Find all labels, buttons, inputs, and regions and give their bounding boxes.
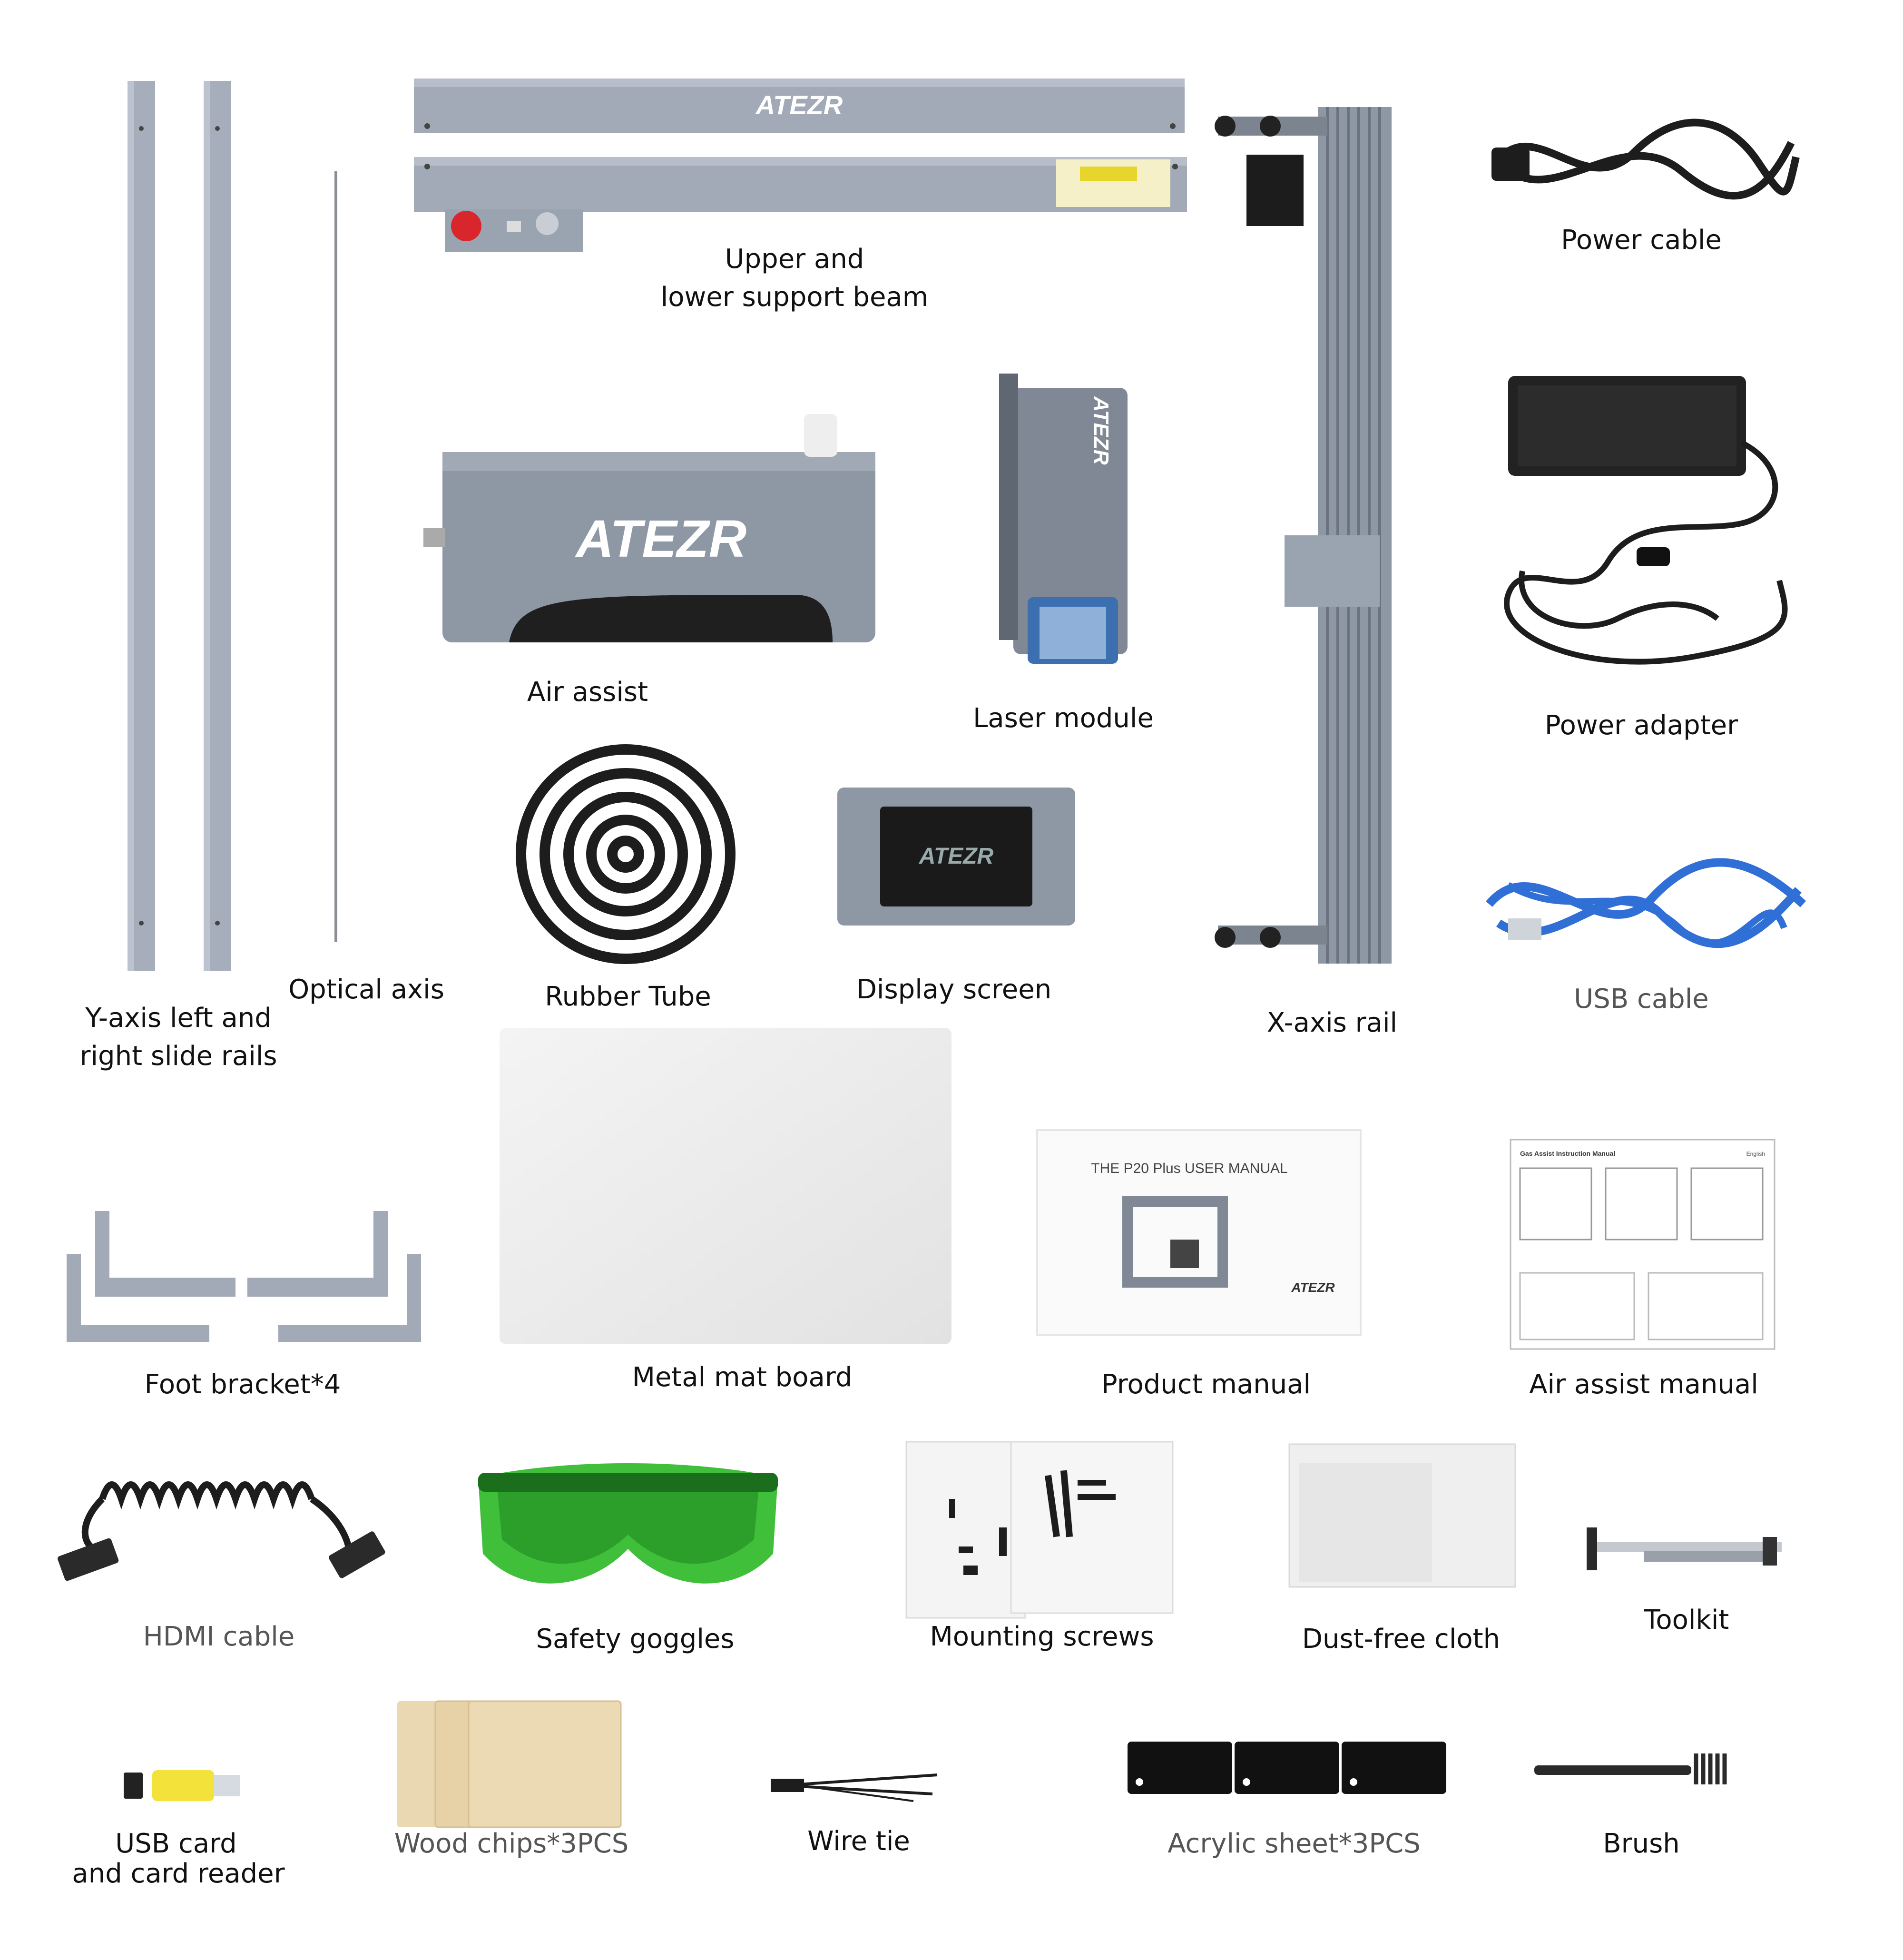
optical-axis-image — [333, 171, 339, 942]
power-cable-label: Power cable — [1561, 225, 1722, 256]
usb-card-label-line1: USB card — [115, 1828, 237, 1859]
acrylic-sheet-label: Acrylic sheet*3PCS — [1167, 1828, 1421, 1859]
air-assist-logo: ATEZR — [575, 510, 746, 568]
manual-cover-title: THE P20 Plus USER MANUAL — [1091, 1161, 1287, 1176]
usb-cable-label: USB cable — [1574, 984, 1709, 1014]
usb-card-label-line2: and card reader — [72, 1858, 285, 1889]
manual-logo: ATEZR — [1291, 1280, 1335, 1295]
wood-chips-image — [397, 1700, 626, 1830]
beam-label-line2: lower support beam — [660, 282, 929, 313]
air-manual-lang: English — [1746, 1151, 1765, 1157]
optical-axis-label: Optical axis — [288, 974, 444, 1005]
air-assist-manual-image: Gas Assist Instruction Manual English — [1510, 1139, 1775, 1350]
beam-label-line1: Upper and — [725, 244, 864, 275]
safety-goggles-label: Safety goggles — [536, 1624, 735, 1655]
x-axis-rail-image — [1208, 107, 1399, 968]
y-rails-label-line1: Y-axis left and — [85, 1003, 272, 1034]
safety-goggles-image — [469, 1458, 787, 1596]
hdmi-cable-label: HDMI cable — [143, 1621, 295, 1652]
power-adapter-image — [1494, 371, 1794, 676]
dust-cloth-label: Dust-free cloth — [1302, 1624, 1501, 1655]
toolkit-image — [1587, 1523, 1786, 1575]
brush-image — [1534, 1751, 1732, 1787]
usb-card-reader-image — [124, 1768, 243, 1803]
power-adapter-label: Power adapter — [1544, 710, 1738, 741]
mounting-screws-label: Mounting screws — [930, 1621, 1154, 1652]
metal-mat-label: Metal mat board — [632, 1362, 853, 1393]
mounting-screws-image — [905, 1441, 1177, 1623]
rubber-tube-image — [511, 740, 740, 968]
x-rail-label: X-axis rail — [1266, 1007, 1398, 1038]
support-beams-image: ATEZR — [414, 79, 1189, 255]
air-assist-label: Air assist — [527, 677, 648, 708]
foot-bracket-label: Foot bracket*4 — [144, 1369, 341, 1400]
brush-label: Brush — [1603, 1828, 1680, 1859]
toolkit-label: Toolkit — [1644, 1605, 1729, 1635]
product-manual-label: Product manual — [1101, 1369, 1311, 1400]
air-assist-image: ATEZR — [423, 414, 880, 652]
air-manual-title: Gas Assist Instruction Manual — [1520, 1150, 1615, 1157]
usb-cable-image — [1480, 847, 1813, 961]
wood-chips-label: Wood chips*3PCS — [394, 1828, 629, 1859]
y-axis-rails-image — [126, 81, 235, 971]
display-screen-label: Display screen — [856, 974, 1052, 1005]
hdmi-cable-image — [55, 1461, 385, 1581]
acrylic-sheets-image — [1128, 1742, 1449, 1796]
laser-module-label: Laser module — [973, 703, 1154, 734]
rubber-tube-label: Rubber Tube — [545, 981, 711, 1012]
product-manual-image: THE P20 Plus USER MANUAL ATEZR — [1036, 1129, 1362, 1336]
dust-cloth-image — [1288, 1443, 1516, 1588]
y-rails-label-line2: right slide rails — [79, 1041, 277, 1072]
display-logo: ATEZR — [919, 844, 994, 869]
wire-tie-label: Wire tie — [807, 1826, 910, 1857]
laser-logo: ATEZR — [1089, 396, 1113, 465]
wire-tie-image — [771, 1765, 942, 1803]
metal-mat-image — [500, 1028, 952, 1344]
beam-logo: ATEZR — [755, 90, 843, 120]
air-assist-manual-label: Air assist manual — [1529, 1369, 1758, 1400]
foot-bracket-image — [67, 1211, 423, 1349]
laser-module-image: ATEZR — [999, 374, 1137, 669]
power-cable-image — [1482, 114, 1805, 209]
display-screen-image: ATEZR — [837, 788, 1075, 928]
